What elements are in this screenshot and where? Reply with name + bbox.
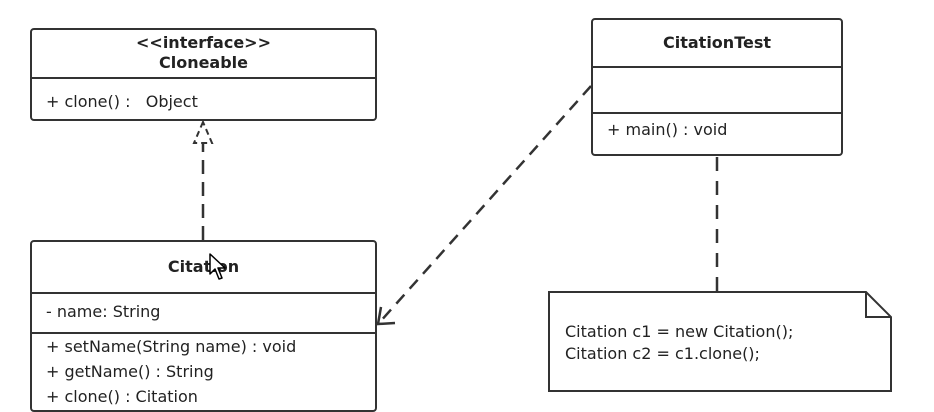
dependency-line[interactable] (378, 85, 592, 324)
citationtest-attributes (593, 68, 841, 114)
citation-method: + getName() : String (46, 362, 214, 381)
citation-name: Citation (167, 257, 240, 276)
citation-attributes: - name: String (32, 294, 375, 334)
citationtest-name: CitationTest (663, 33, 771, 52)
arrow-pointer-icon (209, 253, 226, 280)
citation-method: + setName(String name) : void (46, 337, 297, 356)
citationtest-method: + main() : void (607, 120, 728, 139)
note-line: Citation c2 = c1.clone(); (565, 344, 760, 363)
cloneable-stereotype: <<interface>> (136, 33, 271, 52)
note-line: Citation c1 = new Citation(); (565, 322, 794, 341)
cloneable-methods: + clone() : Object (32, 79, 375, 114)
cloneable-method: + clone() : Object (46, 92, 198, 111)
note-shape (548, 291, 892, 392)
cloneable-name: Cloneable (158, 53, 249, 72)
citationtest-methods: + main() : void (593, 114, 841, 142)
citation-header: Citation (32, 242, 375, 294)
citationtest-class-box[interactable]: CitationTest + main() : void (591, 18, 843, 156)
cloneable-header: <<interface>> Cloneable (32, 30, 375, 79)
dependency-arrowhead (376, 306, 396, 326)
citation-class-box[interactable]: Citation - name: String + setName(String… (30, 240, 377, 412)
citation-method: + clone() : Citation (46, 387, 198, 406)
code-note[interactable]: Citation c1 = new Citation(); Citation c… (548, 291, 892, 392)
cloneable-interface-box[interactable]: <<interface>> Cloneable + clone() : Obje… (30, 28, 377, 121)
note-text: Citation c1 = new Citation(); Citation c… (565, 321, 793, 365)
citationtest-header: CitationTest (593, 20, 841, 68)
realization-arrowhead (192, 119, 214, 144)
citation-methods: + setName(String name) : void + getName(… (32, 334, 375, 409)
citation-attribute: - name: String (46, 302, 161, 321)
